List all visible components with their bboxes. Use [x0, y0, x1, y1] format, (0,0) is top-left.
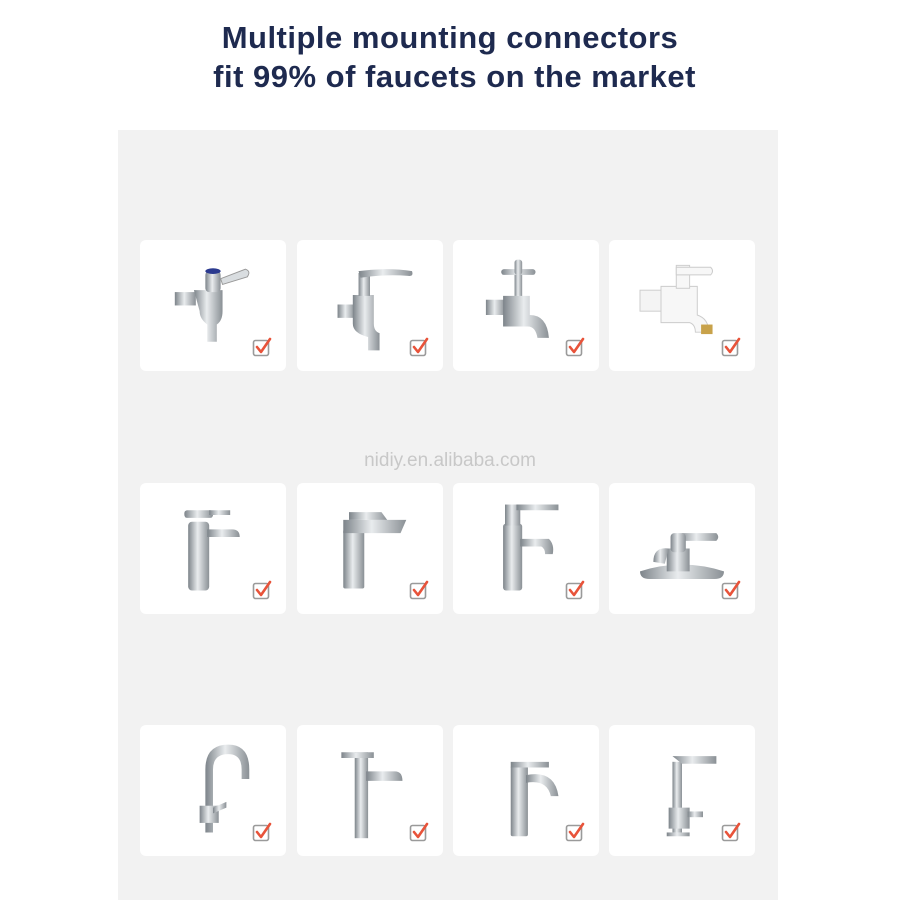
- checkbox-checked-icon: [565, 580, 585, 600]
- checkbox-checked-icon: [565, 337, 585, 357]
- faucet-gooseneck-kitchen-icon: [199, 744, 250, 833]
- headline-line-2: fit 99% of faucets on the market: [204, 59, 696, 94]
- watermark: nidiy.en.alibaba.com: [364, 450, 536, 471]
- faucet-wall-tap-plastic-white-icon: [639, 264, 714, 335]
- checkbox-checked-icon: [565, 822, 585, 842]
- faucet-card-basin-mixer-round: [140, 483, 286, 614]
- faucet-card-basin-mixer-tall: [453, 483, 599, 614]
- faucet-card-tall-vessel-tap: [297, 725, 443, 856]
- faucet-card-square-kitchen-mixer: [609, 725, 755, 856]
- faucet-card-wall-tap-long-lever: [297, 240, 443, 371]
- faucet-basin-mixer-tall-icon: [503, 504, 559, 591]
- faucet-card-curved-spout-mixer: [453, 725, 599, 856]
- faucet-card-wall-tap-lever: [140, 240, 286, 371]
- headline: Multiple mounting connectors fit 99% of …: [0, 18, 900, 96]
- faucet-card-basin-mixer-square: [297, 483, 443, 614]
- checkbox-checked-icon: [409, 337, 429, 357]
- faucet-card-wall-tap-plastic-white: [609, 240, 755, 371]
- faucet-wall-tap-cross-handle-icon: [485, 259, 549, 338]
- checkbox-checked-icon: [721, 580, 741, 600]
- faucet-basin-mixer-square-icon: [343, 512, 407, 589]
- faucet-card-deck-centerset: [609, 483, 755, 614]
- headline-line-1: Multiple mounting connectors: [221, 20, 679, 55]
- checkbox-checked-icon: [721, 822, 741, 842]
- checkbox-checked-icon: [252, 822, 272, 842]
- faucet-curved-spout-mixer-icon: [510, 761, 559, 837]
- checkbox-checked-icon: [409, 822, 429, 842]
- checkbox-checked-icon: [252, 337, 272, 357]
- faucet-card-wall-tap-cross-handle: [453, 240, 599, 371]
- checkbox-checked-icon: [409, 580, 429, 600]
- faucet-card-gooseneck-kitchen: [140, 725, 286, 856]
- faucet-basin-mixer-round-icon: [184, 510, 240, 591]
- faucet-square-kitchen-mixer-icon: [666, 756, 717, 837]
- faucet-tall-vessel-tap-icon: [341, 752, 403, 839]
- faucet-deck-centerset-icon: [640, 533, 724, 579]
- faucet-wall-tap-lever-icon: [174, 268, 250, 342]
- faucet-wall-tap-long-lever-icon: [337, 269, 413, 351]
- checkbox-checked-icon: [252, 580, 272, 600]
- checkbox-checked-icon: [721, 337, 741, 357]
